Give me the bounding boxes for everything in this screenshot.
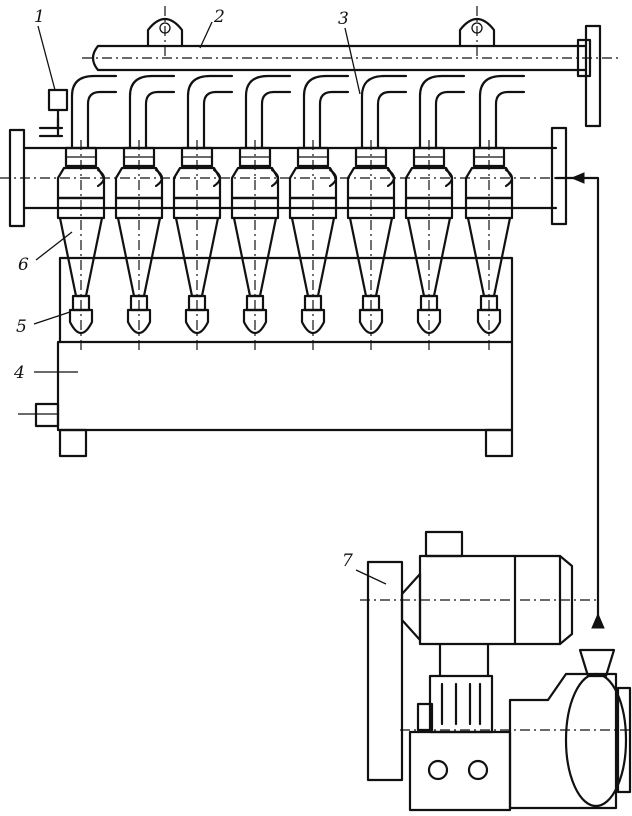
hydrocyclone [114,74,176,352]
hydrocyclone [56,74,118,352]
pump-motor-assembly [360,530,632,812]
hydrocyclone [288,74,350,352]
sludge-tank [18,256,514,458]
top-collector-pipe [82,24,618,128]
hydrocyclone [346,74,408,352]
lifting-lug-left [146,6,184,58]
label-3: 3 [338,9,349,29]
label-2: 2 [213,7,225,27]
label-1: 1 [34,7,45,27]
label-5: 5 [16,317,27,337]
hydrocyclone-battery [56,74,526,352]
hydrocyclone [230,74,292,352]
hydrocyclone [464,74,526,352]
lifting-lug-right [458,6,496,58]
hydrocyclone [404,74,466,352]
label-6: 6 [18,255,29,275]
label-4: 4 [13,363,25,383]
callout-labels: 1 2 3 4 5 6 7 [13,7,387,585]
pressure-gauge [47,88,69,132]
feed-line [554,172,605,629]
hydrocyclone [172,74,234,352]
label-7: 7 [342,551,353,571]
